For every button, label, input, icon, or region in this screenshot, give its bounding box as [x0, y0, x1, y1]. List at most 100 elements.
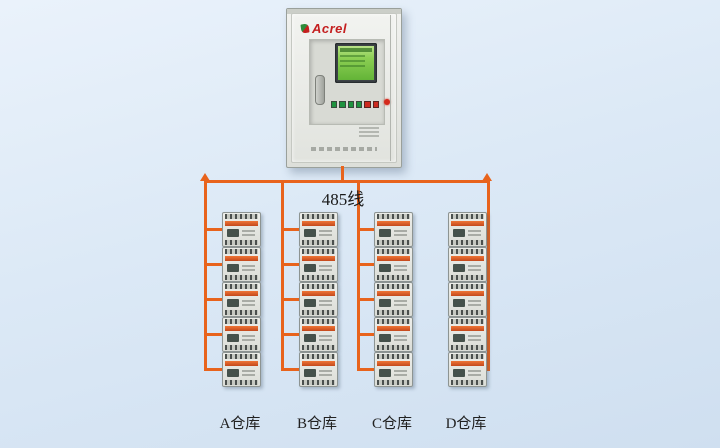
meter-text-line [242, 300, 255, 302]
brand-stripe [225, 256, 258, 261]
brand-stripe [377, 291, 410, 296]
terminal-row-top [302, 284, 335, 289]
meter-module-C1 [374, 212, 413, 247]
terminal-row-top [225, 284, 258, 289]
terminal-row-bottom [451, 240, 484, 245]
meter-module-D3 [448, 282, 487, 317]
meter-text-line [242, 304, 255, 306]
meter-text-line [242, 230, 255, 232]
acrel-logo: Acrel [300, 21, 348, 36]
terminal-row-bottom [377, 380, 410, 385]
meter-text-line [468, 370, 481, 372]
meter-text-line [468, 234, 481, 236]
meter-text-line [242, 269, 255, 271]
terminal-row-bottom [302, 240, 335, 245]
terminal-row-top [225, 354, 258, 359]
meter-text-line [468, 304, 481, 306]
meter-text-line [394, 374, 407, 376]
meter-text-line [468, 300, 481, 302]
terminal-row-top [225, 319, 258, 324]
brand-stripe [225, 291, 258, 296]
stub-line-D5 [485, 368, 490, 371]
terminal-row-bottom [451, 275, 484, 280]
door-seam [390, 15, 391, 161]
meter-text-line [319, 335, 332, 337]
acrel-brand-text: Acrel [312, 21, 348, 36]
warehouse-label-d: D仓库 [445, 416, 487, 432]
meter-text-line [394, 335, 407, 337]
meter-display [227, 369, 239, 377]
meter-module-A1 [222, 212, 261, 247]
brand-stripe [225, 326, 258, 331]
stub-line-B2 [281, 263, 299, 266]
terminal-row-top [225, 249, 258, 254]
stub-line-A5 [204, 368, 222, 371]
power-indicator-light [384, 99, 390, 105]
brand-stripe [302, 256, 335, 261]
terminal-row-bottom [377, 240, 410, 245]
meter-text-line [319, 230, 332, 232]
meter-display [453, 369, 465, 377]
meter-text-line [319, 234, 332, 236]
terminal-row-top [302, 319, 335, 324]
meter-text-line [242, 234, 255, 236]
meter-text-line [468, 374, 481, 376]
terminal-row-bottom [225, 275, 258, 280]
brand-stripe [302, 361, 335, 366]
meter-module-C2 [374, 247, 413, 282]
meter-display [379, 264, 391, 272]
terminal-row-bottom [377, 275, 410, 280]
bus-end-arrow-left [200, 173, 210, 181]
meter-display [227, 299, 239, 307]
terminal-row-top [377, 214, 410, 219]
meter-module-C4 [374, 317, 413, 352]
nameplate-text-line [311, 147, 377, 151]
meter-text-line [242, 370, 255, 372]
drop-line-A [204, 180, 207, 371]
meter-text-line [394, 370, 407, 372]
terminal-row-bottom [302, 310, 335, 315]
drop-line-B [281, 180, 284, 371]
terminal-row-bottom [225, 310, 258, 315]
meter-display [379, 334, 391, 342]
panel-button-green [339, 101, 346, 108]
brand-stripe [377, 361, 410, 366]
meter-module-A4 [222, 317, 261, 352]
brand-stripe [451, 326, 484, 331]
stub-line-C3 [357, 298, 374, 301]
meter-display [379, 229, 391, 237]
meter-display [379, 299, 391, 307]
terminal-row-bottom [377, 310, 410, 315]
meter-module-D4 [448, 317, 487, 352]
stub-line-C5 [357, 368, 374, 371]
panel-button-green [347, 101, 354, 108]
warehouse-label-a: A仓库 [219, 416, 261, 432]
drop-line-C [357, 180, 360, 371]
terminal-row-bottom [451, 380, 484, 385]
stub-line-A3 [204, 298, 222, 301]
meter-text-line [468, 339, 481, 341]
meter-display [453, 264, 465, 272]
stub-line-A2 [204, 263, 222, 266]
meter-text-line [319, 300, 332, 302]
brand-stripe [302, 221, 335, 226]
stub-line-D3 [485, 298, 490, 301]
meter-text-line [468, 230, 481, 232]
meter-module-C3 [374, 282, 413, 317]
meter-module-A3 [222, 282, 261, 317]
meter-text-line [319, 304, 332, 306]
meter-text-line [468, 269, 481, 271]
meter-module-B2 [299, 247, 338, 282]
brand-stripe [451, 361, 484, 366]
lcd-screen [338, 46, 374, 80]
brand-stripe [225, 221, 258, 226]
meter-display [379, 369, 391, 377]
stub-line-C1 [357, 228, 374, 231]
drop-line-D [487, 180, 490, 371]
terminal-row-bottom [302, 345, 335, 350]
panel-button-red [364, 101, 371, 108]
meter-text-line [394, 339, 407, 341]
stub-line-B4 [281, 333, 299, 336]
meter-module-D5 [448, 352, 487, 387]
